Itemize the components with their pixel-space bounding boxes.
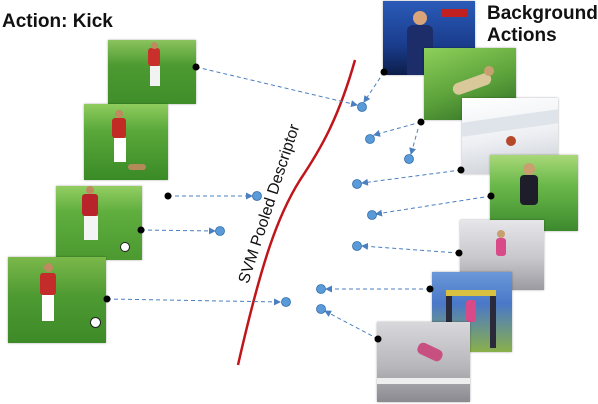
- anchor-dot: [380, 68, 388, 76]
- anchor-dot: [374, 335, 382, 343]
- bg-arrow-2: [373, 121, 422, 137]
- kick-arrow-4: [106, 298, 281, 306]
- kick-frame-3: [56, 186, 142, 260]
- anchor-dot: [455, 249, 463, 257]
- kick-frame-2: [84, 104, 168, 180]
- bg-arrow-8: [324, 310, 379, 340]
- bg-arrow-6: [361, 242, 460, 254]
- bg-descriptor-point: [352, 241, 362, 251]
- anchor-dot: [457, 166, 465, 174]
- bg-descriptor-point: [367, 210, 377, 220]
- background-title-line1: Background: [487, 3, 598, 24]
- kick-frame-1: [108, 40, 196, 104]
- bg-descriptor-point: [352, 179, 362, 189]
- player-figure: [40, 273, 56, 295]
- presenter-figure: [413, 11, 427, 25]
- frame-anchors: [103, 63, 495, 343]
- bg-descriptor-point: [365, 134, 375, 144]
- bg-arrow-1: [363, 71, 385, 103]
- player-figure: [82, 194, 98, 216]
- kick-action-title: Action: Kick: [2, 11, 113, 32]
- anchor-dot: [192, 63, 200, 71]
- svm-separator-curve: [236, 59, 357, 366]
- background-title-line2: Actions: [487, 25, 557, 46]
- bg-arrow-4: [361, 169, 462, 186]
- soccer-ball: [120, 242, 130, 252]
- person-figure: [506, 136, 516, 146]
- player-figure: [112, 118, 126, 138]
- anchor-dot: [137, 226, 145, 234]
- anchor-dot: [103, 295, 111, 303]
- kick-frame-4: [8, 257, 106, 343]
- bg-descriptor-point: [316, 304, 326, 314]
- anchor-dot: [164, 192, 172, 200]
- person-figure: [466, 300, 476, 322]
- anchor-dot: [426, 285, 434, 293]
- bg-frame-gym: [377, 322, 470, 402]
- kick-arrow-1: [195, 66, 358, 108]
- player-figure: [148, 48, 160, 66]
- kick-descriptor-point: [357, 102, 367, 112]
- background-actions-title: Background Actions: [487, 3, 598, 47]
- anchor-dot: [417, 118, 425, 126]
- bg-descriptor-point: [316, 284, 326, 294]
- bg-arrow-3: [409, 128, 419, 155]
- kick-arrow-3: [140, 227, 216, 235]
- bg-arrow-5: [375, 195, 492, 217]
- person-figure: [520, 175, 538, 205]
- anchor-dot: [487, 192, 495, 200]
- soccer-ball: [90, 317, 101, 328]
- bg-descriptor-point: [404, 154, 414, 164]
- kick-descriptor-point: [252, 191, 262, 201]
- kick-descriptor-point: [215, 226, 225, 236]
- bg-frame-lawn: [490, 155, 578, 231]
- person-figure: [496, 238, 506, 256]
- kick-descriptor-point: [281, 297, 291, 307]
